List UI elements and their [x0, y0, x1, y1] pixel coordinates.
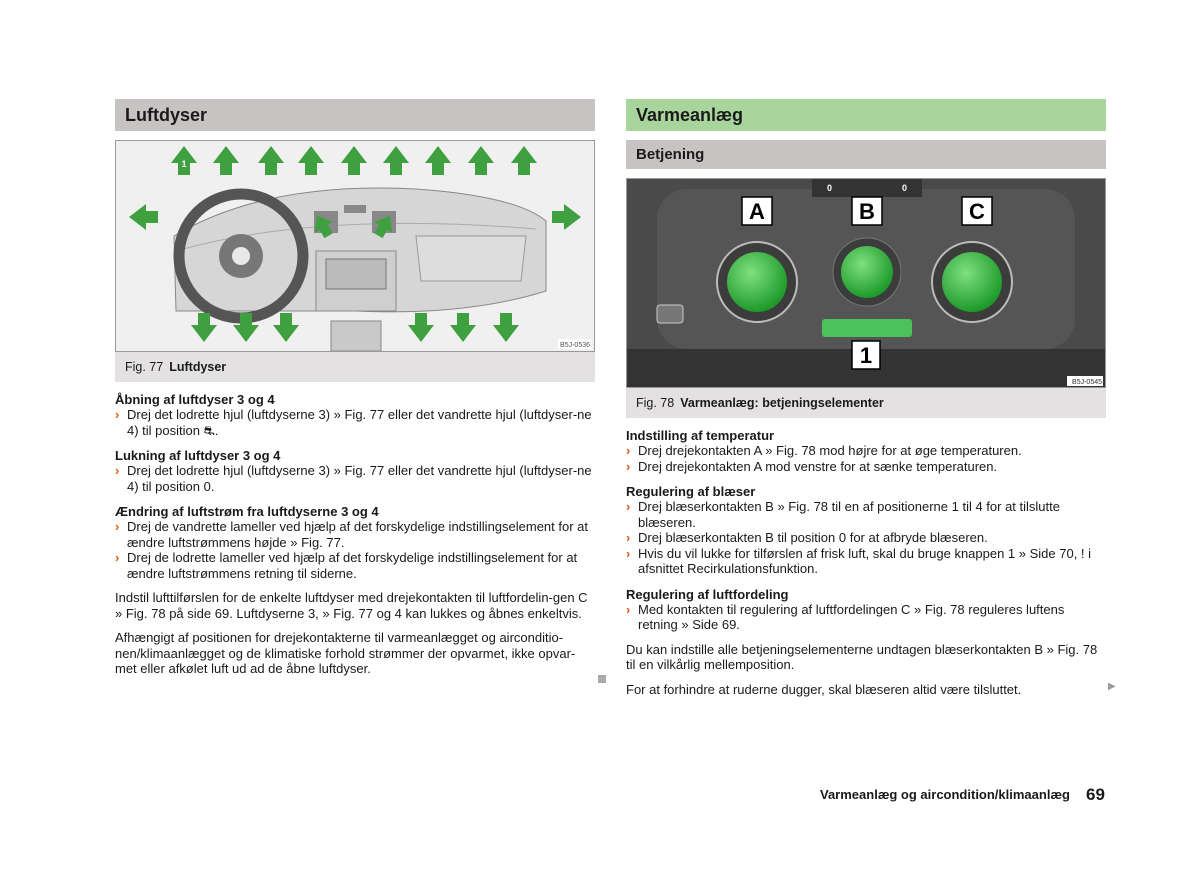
subheading: Regulering af blæser — [626, 484, 756, 499]
section-heading-luftdyser: Luftdyser — [115, 99, 595, 131]
list-item: ›Drej drejekontakten A mod venstre for a… — [626, 458, 998, 474]
label-c: C — [969, 199, 985, 224]
page-number: 69 — [1086, 785, 1105, 804]
display-left: 0 — [827, 183, 832, 193]
subsection-heading-betjening: Betjening — [626, 140, 1106, 169]
figure-77: 1 B5J-0536 — [115, 140, 595, 352]
arrow-bullet-icon: › — [115, 519, 120, 534]
arrow-bullet-icon: › — [626, 499, 631, 514]
subheading: Regulering af luftfordeling — [626, 586, 789, 602]
list-item: ›Hvis du vil lukke for tilførslen af fri… — [626, 545, 1092, 577]
label-1: 1 — [860, 343, 872, 368]
arrow-bullet-icon: › — [626, 545, 631, 561]
arrow-bullet-icon: › — [626, 443, 631, 458]
list-item: ›Drej blæserkontakten B » Fig. 78 til en… — [626, 499, 1060, 530]
dashboard-illustration: 1 — [116, 141, 594, 351]
heater-panel-illustration: 0 0 A B C 1 — [627, 179, 1105, 387]
right-column: Varmeanlæg Betjening 0 0 — [626, 99, 1106, 697]
right-body: Indstilling af temperatur ›Drej drejekon… — [626, 428, 1106, 697]
svg-text:1: 1 — [181, 159, 186, 169]
arrow-bullet-icon: › — [115, 550, 120, 565]
figure-77-caption: Fig. 77 Luftdyser — [115, 352, 595, 382]
paragraph: Afhængigt af positionen for drejekontakt… — [115, 630, 576, 676]
figure-number: Fig. 78 — [636, 396, 675, 410]
continue-triangle-icon: ▶ — [1108, 681, 1116, 692]
subheading: Indstilling af temperatur — [626, 428, 775, 443]
list-item: ›Drej det lodrette hjul (luftdyserne 3) … — [115, 463, 592, 494]
arrow-bullet-icon: › — [115, 463, 120, 478]
subheading: Ændring af luftstrøm fra luftdyserne 3 o… — [115, 504, 379, 519]
list-item: ›Drej blæserkontakten B til position 0 f… — [626, 530, 988, 545]
subheading: Lukning af luftdyser 3 og 4 — [115, 448, 281, 463]
figure-title: Luftdyser — [169, 360, 227, 374]
figure-78-caption: Fig. 78 Varmeanlæg: betjeningselementer — [626, 388, 1106, 418]
arrow-bullet-icon: › — [115, 407, 120, 422]
footer-chapter: Varmeanlæg og aircondition/klimaanlæg — [820, 787, 1070, 802]
left-column: Luftdyser — [115, 99, 595, 677]
subheading: Åbning af luftdyser 3 og 4 — [115, 392, 275, 407]
paragraph: Du kan indstille alle betjeningselemente… — [626, 641, 1098, 673]
button-1 — [822, 319, 912, 337]
label-b: B — [859, 199, 875, 224]
section-end-marker — [598, 675, 606, 683]
arrow-bullet-icon: › — [626, 530, 631, 545]
left-body: Åbning af luftdyser 3 og 4 ›Drej det lod… — [115, 392, 595, 677]
list-item: ›Drej det lodrette hjul (luftdyserne 3) … — [115, 407, 592, 438]
knob-a — [727, 252, 787, 312]
list-item: ›Drej drejekontakten A » Fig. 78 mod høj… — [626, 443, 1022, 458]
display-right: 0 — [902, 183, 907, 193]
figure-code: B5J-0536 — [560, 342, 590, 349]
knob-c — [942, 252, 1002, 312]
paragraph: Indstil lufttilførslen for de enkelte lu… — [115, 590, 588, 621]
list-item: ›Drej de vandrette lameller ved hjælp af… — [115, 519, 589, 550]
list-item: ›Drej de lodrette lameller ved hjælp af … — [115, 550, 578, 581]
section-heading-varmeanlaeg: Varmeanlæg — [626, 99, 1106, 131]
figure-title: Varmeanlæg: betjeningselementer — [680, 396, 884, 410]
figure-number: Fig. 77 — [125, 360, 164, 374]
figure-code: B5J-0545 — [1072, 379, 1102, 386]
label-a: A — [749, 199, 765, 224]
arrow-bullet-icon: › — [626, 458, 631, 474]
arrow-bullet-icon: › — [626, 601, 631, 617]
figure-78: 0 0 A B C 1 — [626, 178, 1106, 388]
list-item: ›Med kontakten til regulering af luftfor… — [626, 601, 1065, 633]
paragraph: For at forhindre at ruderne dugger, skal… — [626, 681, 1022, 697]
knob-b — [841, 246, 893, 298]
